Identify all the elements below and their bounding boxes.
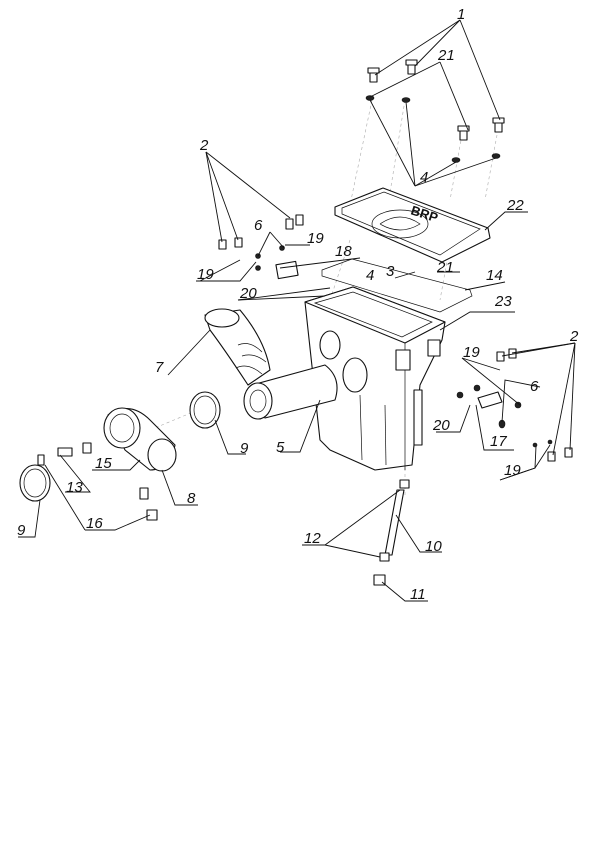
callout-13: 13 [66,479,83,496]
callout-20-right: 20 [432,417,450,434]
left-bracket [255,245,299,280]
right-bracket [456,348,573,462]
callout-19-right: 19 [463,344,480,361]
callout-7: 7 [155,359,164,376]
callout-8: 8 [187,490,196,507]
callout-9-middle: 9 [240,440,249,457]
callout-17: 17 [490,433,507,450]
callout-22: 22 [506,197,524,214]
washer-4-set [365,95,501,163]
callout-4: 4 [420,169,428,186]
elbow-duct [103,407,177,472]
callout-6: 6 [254,217,263,234]
callout-10: 10 [425,538,442,555]
air-box-body [304,286,446,471]
leader-lines [18,19,576,602]
callout-2: 2 [199,137,209,154]
callout-20-top: 20 [239,285,257,302]
callout-12: 12 [304,530,321,547]
intake-duct [204,308,271,386]
callout-19: 19 [307,230,324,247]
callout-1: 1 [457,6,465,23]
air-box-lid: BRP [334,187,491,263]
callout-19-bottom: 19 [504,462,521,479]
callout-16: 16 [86,515,103,532]
callout-21b: 21 [436,259,454,276]
callout-14: 14 [486,267,503,284]
callout-18: 18 [335,243,352,260]
callout-19-left: 19 [197,266,214,283]
callout-11: 11 [410,586,426,603]
callout-5: 5 [276,439,285,456]
callout-3: 3 [386,263,395,280]
callout-labels: 1 21 4 22 2 6 19 18 21 3 4 14 23 19 20 7… [17,6,579,603]
callout-9-left: 9 [17,522,26,539]
callout-23: 23 [494,293,512,310]
drain-tube-assembly [373,479,410,586]
hose-clamp-left [19,464,51,502]
callout-6-right: 6 [530,378,539,395]
air-filter [243,364,338,420]
hose-clamp-middle [189,391,221,429]
callout-4b: 4 [366,267,374,284]
screw-2-left-set [218,214,304,250]
fittings-small-parts [37,442,158,521]
callout-2-right: 2 [569,328,579,345]
callout-21: 21 [437,47,455,64]
screw-1-set [367,59,505,141]
callout-15: 15 [95,455,112,472]
